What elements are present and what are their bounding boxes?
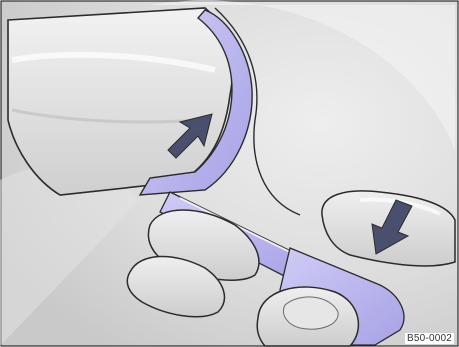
housing-cover <box>8 8 232 195</box>
figure-code: B50-0002 <box>405 333 454 344</box>
